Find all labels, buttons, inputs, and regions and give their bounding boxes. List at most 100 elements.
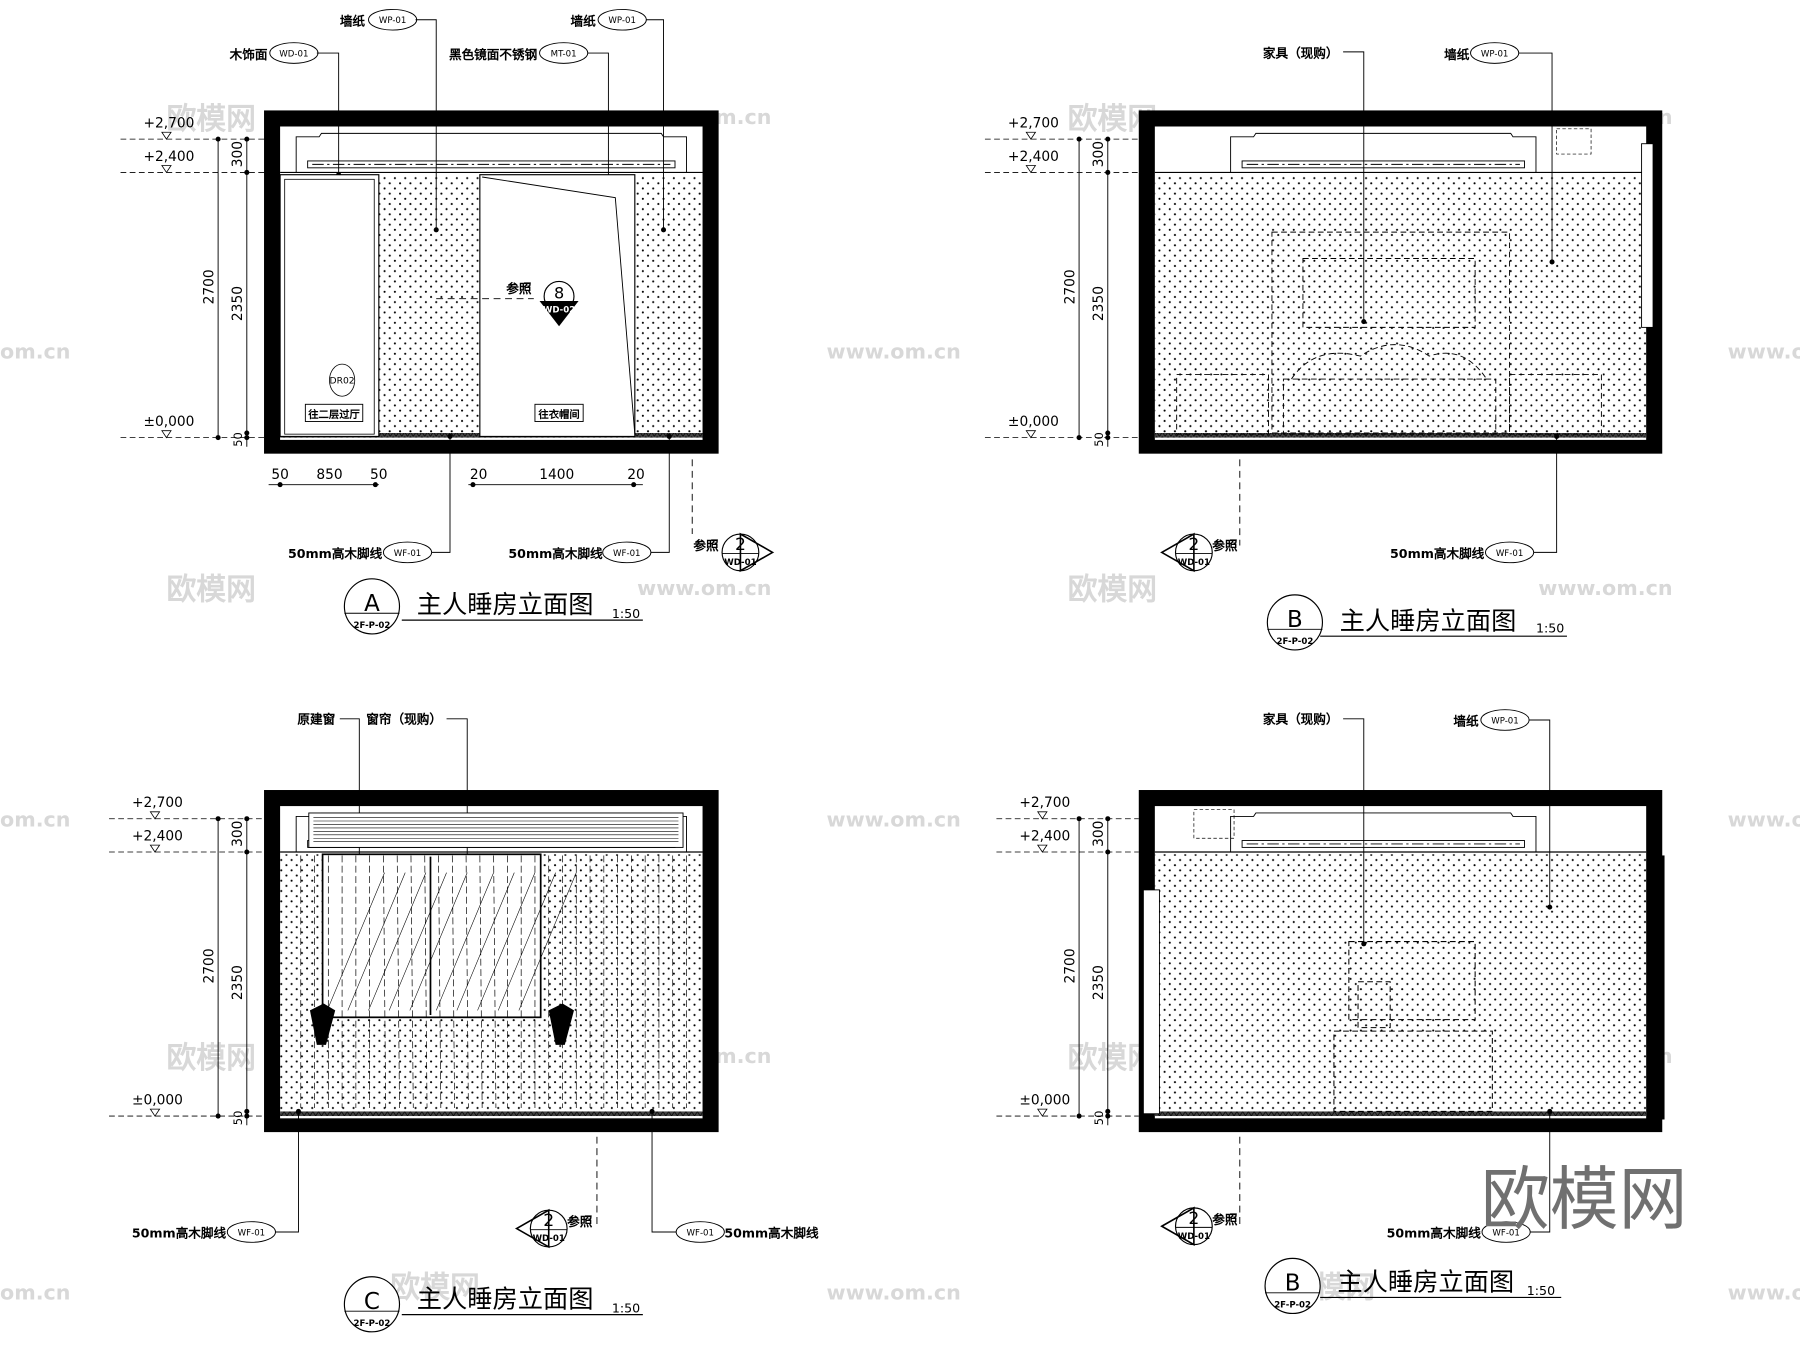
watermark-site: www.om.cn	[1538, 576, 1672, 600]
dimension-text: 50	[370, 467, 388, 483]
door-right-sign	[534, 403, 584, 422]
watermark-site: www.om.cn	[827, 808, 961, 832]
reference-label: 参照	[693, 538, 719, 553]
elevation-sheet: 2F-P-02	[354, 1319, 391, 1329]
dimension-tick	[244, 169, 250, 175]
bed-base	[1282, 378, 1497, 435]
dimension-text: 50	[231, 432, 245, 447]
curtain-fold	[410, 855, 414, 1109]
material-code-code: WD-01	[279, 49, 308, 59]
elevation-id: C	[364, 1289, 380, 1315]
elevation-scale: 1:50	[1536, 621, 1564, 636]
level-triangle-icon	[161, 430, 172, 439]
dimension-text: 2350	[1091, 286, 1107, 321]
reference-label: 参照	[1212, 538, 1238, 553]
level-triangle-icon	[1025, 131, 1037, 140]
light-cove	[1241, 840, 1525, 848]
detail-ref-number: 8	[554, 284, 564, 303]
reference-sheet: WD-01	[1178, 1232, 1210, 1242]
dimension-text: 50	[1092, 432, 1106, 447]
tv-cabinet	[1333, 1030, 1493, 1112]
level-label: +2,400	[143, 149, 194, 165]
leader-line	[1518, 52, 1553, 262]
reference-arrow-icon	[514, 1208, 550, 1249]
reference-sheet: WD-01	[724, 558, 756, 568]
callout-text: 50mm高木脚线	[288, 546, 383, 561]
level-triangle-icon	[1025, 430, 1037, 439]
callout-text: 50mm高木脚线	[724, 1226, 819, 1241]
watermark-site: www.om.cn	[1728, 339, 1800, 363]
leader-dot	[666, 433, 672, 439]
curtain-box	[308, 812, 684, 848]
dimension-text: 20	[470, 467, 488, 483]
watermark-site: www.om.cn	[637, 576, 771, 600]
watermark-brand: 欧模网	[166, 1041, 255, 1076]
callout-text: 墙纸	[1453, 714, 1479, 729]
dimension-tick	[244, 816, 250, 822]
reference-arrow-icon	[1160, 532, 1195, 573]
dimension-tick	[244, 435, 250, 441]
glass-hatch	[497, 872, 556, 1011]
glass-hatch	[409, 872, 468, 1011]
skirting-board	[280, 1111, 703, 1117]
ceiling-trough	[1230, 132, 1537, 173]
watermark-site: www.om.cn	[827, 339, 961, 363]
watermark-site: www.om.cn	[1728, 808, 1800, 832]
elevation-scale: 1:50	[612, 606, 640, 621]
glass-hatch	[518, 872, 577, 1011]
watermark-brand: 欧模网	[1068, 572, 1157, 607]
level-label: +2,700	[143, 116, 194, 132]
dimension-tick	[631, 482, 637, 488]
reference-sheet: WD-01	[533, 1234, 565, 1244]
level-triangle-icon	[149, 811, 161, 820]
watermark-site: om.cn	[0, 808, 71, 832]
dimension-tick	[372, 482, 378, 488]
material-code-code: WP-01	[1481, 49, 1509, 59]
level-triangle-icon	[1037, 1108, 1048, 1117]
dimension-tick	[1076, 136, 1082, 142]
leader-line	[646, 19, 664, 230]
watermark-brand: 欧模网	[166, 102, 255, 137]
elevation-id: B	[1285, 1271, 1301, 1297]
level-label: +2,700	[1019, 795, 1070, 811]
level-label: +2,700	[132, 795, 183, 811]
leader-dot	[1361, 941, 1367, 947]
dimension-tick	[1105, 435, 1111, 441]
leader-line	[1533, 436, 1558, 553]
curtain-fold	[396, 855, 400, 1109]
door-right-label: 往衣帽间	[538, 408, 579, 421]
dimension-text: 2350	[230, 965, 246, 1000]
watermark-site: www.om.cn	[827, 1281, 961, 1305]
level-label: +2,400	[1008, 149, 1059, 165]
level-triangle-icon	[1025, 165, 1037, 174]
leader-line	[651, 1111, 677, 1233]
leader-line	[431, 436, 451, 553]
material-code-code: WP-01	[1491, 716, 1519, 726]
dimension-tick	[215, 136, 221, 142]
dimension-text: 2700	[1062, 269, 1078, 304]
material-callout: 墙纸 WP-01	[1453, 709, 1553, 910]
watermark-site: om.cn	[0, 339, 71, 363]
leader-line	[446, 718, 468, 917]
pillows	[1291, 344, 1487, 380]
level-triangle-icon	[149, 1108, 161, 1117]
elevation-title-text: 主人睡房立面图	[1337, 1268, 1514, 1297]
dimension-tick	[1076, 816, 1082, 822]
dimension-text: 50	[231, 1111, 245, 1126]
dimension-tick	[244, 1108, 250, 1114]
skirting-callout: 50mm高木脚线 WF-01	[649, 1108, 819, 1243]
dimension-tick	[1076, 435, 1082, 441]
table-lamp	[1357, 981, 1391, 1029]
dimension-tick	[244, 1113, 250, 1119]
dimension-tick	[1076, 1113, 1082, 1119]
watermark-brand: 欧模网	[390, 1270, 479, 1305]
dimension-text: 50	[271, 467, 289, 483]
material-code-code: WF-01	[687, 1228, 714, 1238]
